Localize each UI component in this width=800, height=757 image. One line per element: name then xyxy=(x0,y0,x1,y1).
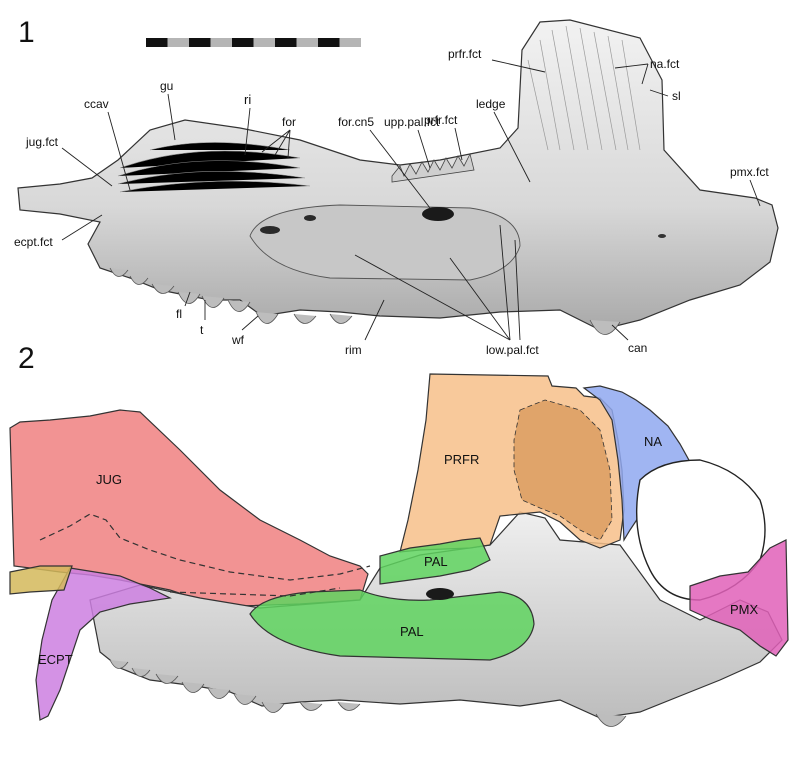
jugal-dashed-boundary-lower xyxy=(169,587,341,597)
panel-2-label: 2 xyxy=(18,342,35,375)
label-pal-lower: PAL xyxy=(400,624,424,639)
label-jug: JUG xyxy=(96,472,122,487)
prfr-texture xyxy=(513,399,613,541)
scale-bar-segment xyxy=(189,38,211,47)
label-t: t xyxy=(200,323,204,337)
tooth-row-panel-2 xyxy=(109,659,627,727)
label-na: NA xyxy=(644,434,662,449)
label-pmx-fct: pmx.fct xyxy=(730,165,769,179)
scale-bar-segment xyxy=(339,38,361,47)
maxilla-drawing-panel-1 xyxy=(17,19,779,335)
label-prfr: PRFR xyxy=(444,452,479,467)
foramen-c xyxy=(658,234,666,238)
scale-bar xyxy=(146,38,361,47)
scale-bar-segment xyxy=(275,38,297,47)
label-low-pal-fct: low.pal.fct xyxy=(486,343,539,357)
panel-2-labels: JUG PRFR NA PAL PAL ECPT PMX xyxy=(38,434,759,667)
label-pal-upper: PAL xyxy=(424,554,448,569)
scale-bar-segment xyxy=(296,38,318,47)
label-fl: fl xyxy=(176,307,182,321)
label-ccav: ccav xyxy=(84,97,109,111)
scale-bar-segment xyxy=(146,38,168,47)
label-for: for xyxy=(282,115,296,129)
scale-bar-segment xyxy=(232,38,254,47)
panel-1-label: 1 xyxy=(18,16,35,49)
label-jug-fct: jug.fct xyxy=(25,135,59,149)
label-ecpt-fct: ecpt.fct xyxy=(14,235,53,249)
label-ecpt: ECPT xyxy=(38,652,73,667)
label-sl: sl xyxy=(672,89,681,103)
label-na-fct: na.fct xyxy=(650,57,680,71)
panel-1-leaders xyxy=(61,59,761,341)
label-ledge: ledge xyxy=(476,97,506,111)
jugal-facet-texture xyxy=(117,142,311,193)
foramen-b xyxy=(304,215,316,221)
upper-palatine-facet xyxy=(391,152,475,183)
panel-2: 2 JUG xyxy=(9,342,789,727)
label-prfr-fct-upper: prfr.fct xyxy=(448,47,482,61)
tooth-row xyxy=(109,267,621,335)
label-prfr-fct-lower: prfr.fct xyxy=(424,113,458,127)
prefrontal-process-texture xyxy=(527,25,641,151)
label-ri: ri xyxy=(244,92,251,107)
label-rim: rim xyxy=(345,343,362,357)
scale-bar-segment xyxy=(167,38,189,47)
lower-palatine-facet-trough xyxy=(249,204,521,281)
foramen-cn5-panel-2 xyxy=(426,588,454,600)
foramen-cn5 xyxy=(422,207,454,221)
scale-bar-segment xyxy=(318,38,340,47)
label-wf: wf xyxy=(231,333,245,347)
panel-1: 1 xyxy=(14,16,779,357)
region-small-yellow xyxy=(9,565,73,595)
label-can: can xyxy=(628,341,647,355)
label-upp-pal-fct: upp.pal.fct xyxy=(384,115,440,129)
scale-bar-segment xyxy=(210,38,232,47)
region-pal-upper xyxy=(379,537,491,585)
panel-1-labels: prfr.fct na.fct sl gu ri for ccav jug.fc… xyxy=(14,47,769,357)
region-pal-lower xyxy=(249,589,535,661)
scale-bar-segment xyxy=(253,38,275,47)
label-pmx: PMX xyxy=(730,602,759,617)
region-ecpt xyxy=(35,567,172,721)
region-pmx xyxy=(689,539,789,657)
label-for-cn5: for.cn5 xyxy=(338,115,374,129)
label-gu: gu xyxy=(160,79,173,93)
foramen-a xyxy=(260,226,280,234)
